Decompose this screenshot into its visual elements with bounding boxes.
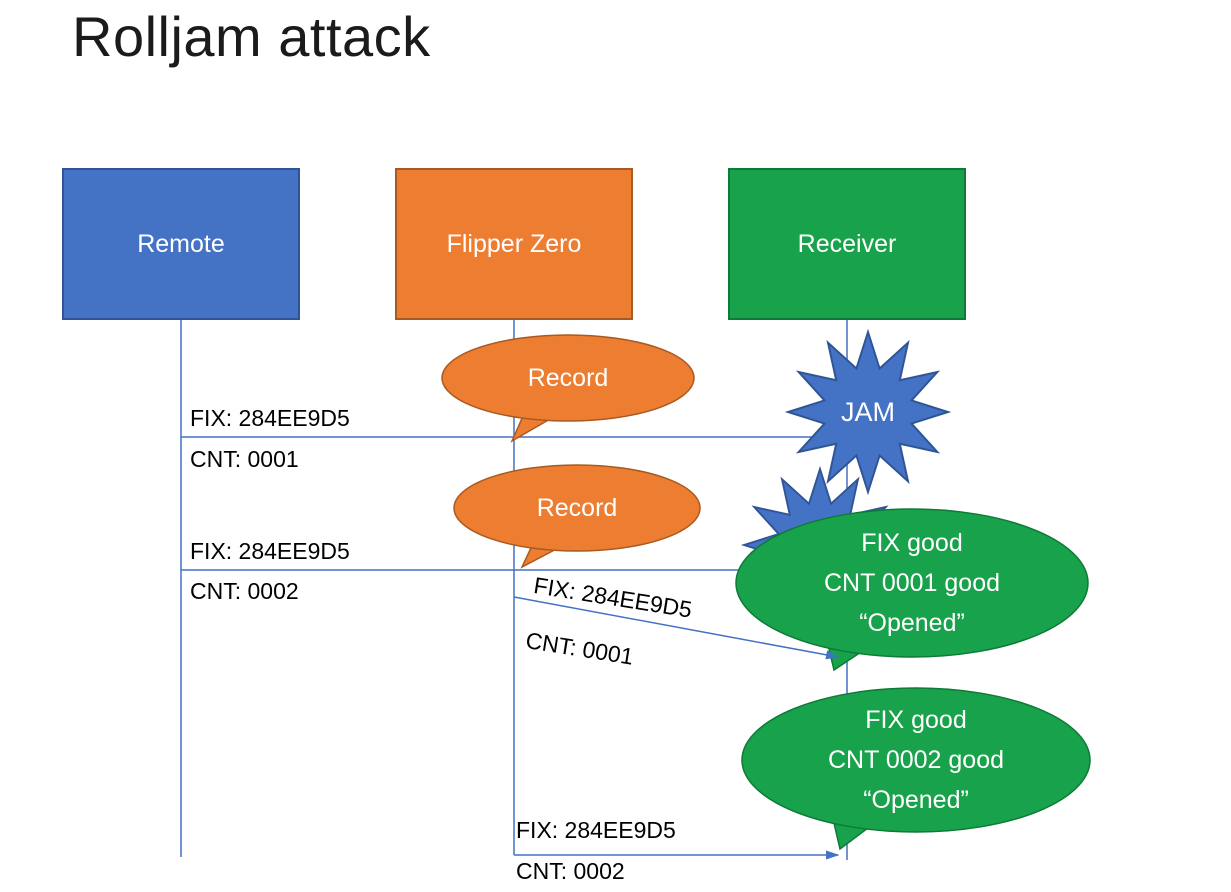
good2-line-fix: FIX good: [865, 706, 967, 734]
good-bubble-1: [735, 508, 1089, 658]
actor-box-remote: Remote: [62, 168, 300, 320]
actor-label-flipper-zero: Flipper Zero: [446, 229, 582, 258]
record-bubble-1: [441, 334, 695, 422]
replay-arrow-1: [513, 596, 840, 660]
actor-label-remote: Remote: [137, 229, 225, 258]
jam-star-1: [784, 328, 952, 496]
replay2-fix-label: FIX: 284EE9D5: [516, 817, 676, 843]
good-bubble-2: [741, 687, 1091, 833]
good2-callout-text: FIX good CNT 0002 good “Opened”: [742, 690, 1090, 830]
good1-line-opened: “Opened”: [859, 609, 965, 637]
message2-cnt-label: CNT: 0002: [190, 578, 299, 604]
record2-label: Record: [536, 493, 618, 522]
page-title: Rolljam attack: [72, 5, 431, 68]
record-bubble-2: [453, 464, 701, 552]
message2-fix-label: FIX: 284EE9D5: [190, 538, 350, 564]
actor-box-flipper-zero: Flipper Zero: [395, 168, 633, 320]
good1-line-cnt: CNT 0001 good: [823, 569, 1001, 597]
good1-line-fix: FIX good: [861, 529, 963, 557]
message1-cnt-label: CNT: 0001: [190, 446, 299, 472]
message1-fix-label: FIX: 284EE9D5: [190, 405, 350, 431]
good2-line-cnt: CNT 0002 good: [827, 746, 1005, 774]
jam-label: JAM: [841, 396, 895, 427]
actor-label-receiver: Receiver: [797, 229, 897, 258]
good1-callout-text: FIX good CNT 0001 good “Opened”: [736, 511, 1088, 655]
actor-box-receiver: Receiver: [728, 168, 966, 320]
replay2-cnt-label: CNT: 0002: [516, 858, 625, 884]
record1-label: Record: [527, 363, 609, 392]
good2-line-opened: “Opened”: [863, 786, 969, 814]
